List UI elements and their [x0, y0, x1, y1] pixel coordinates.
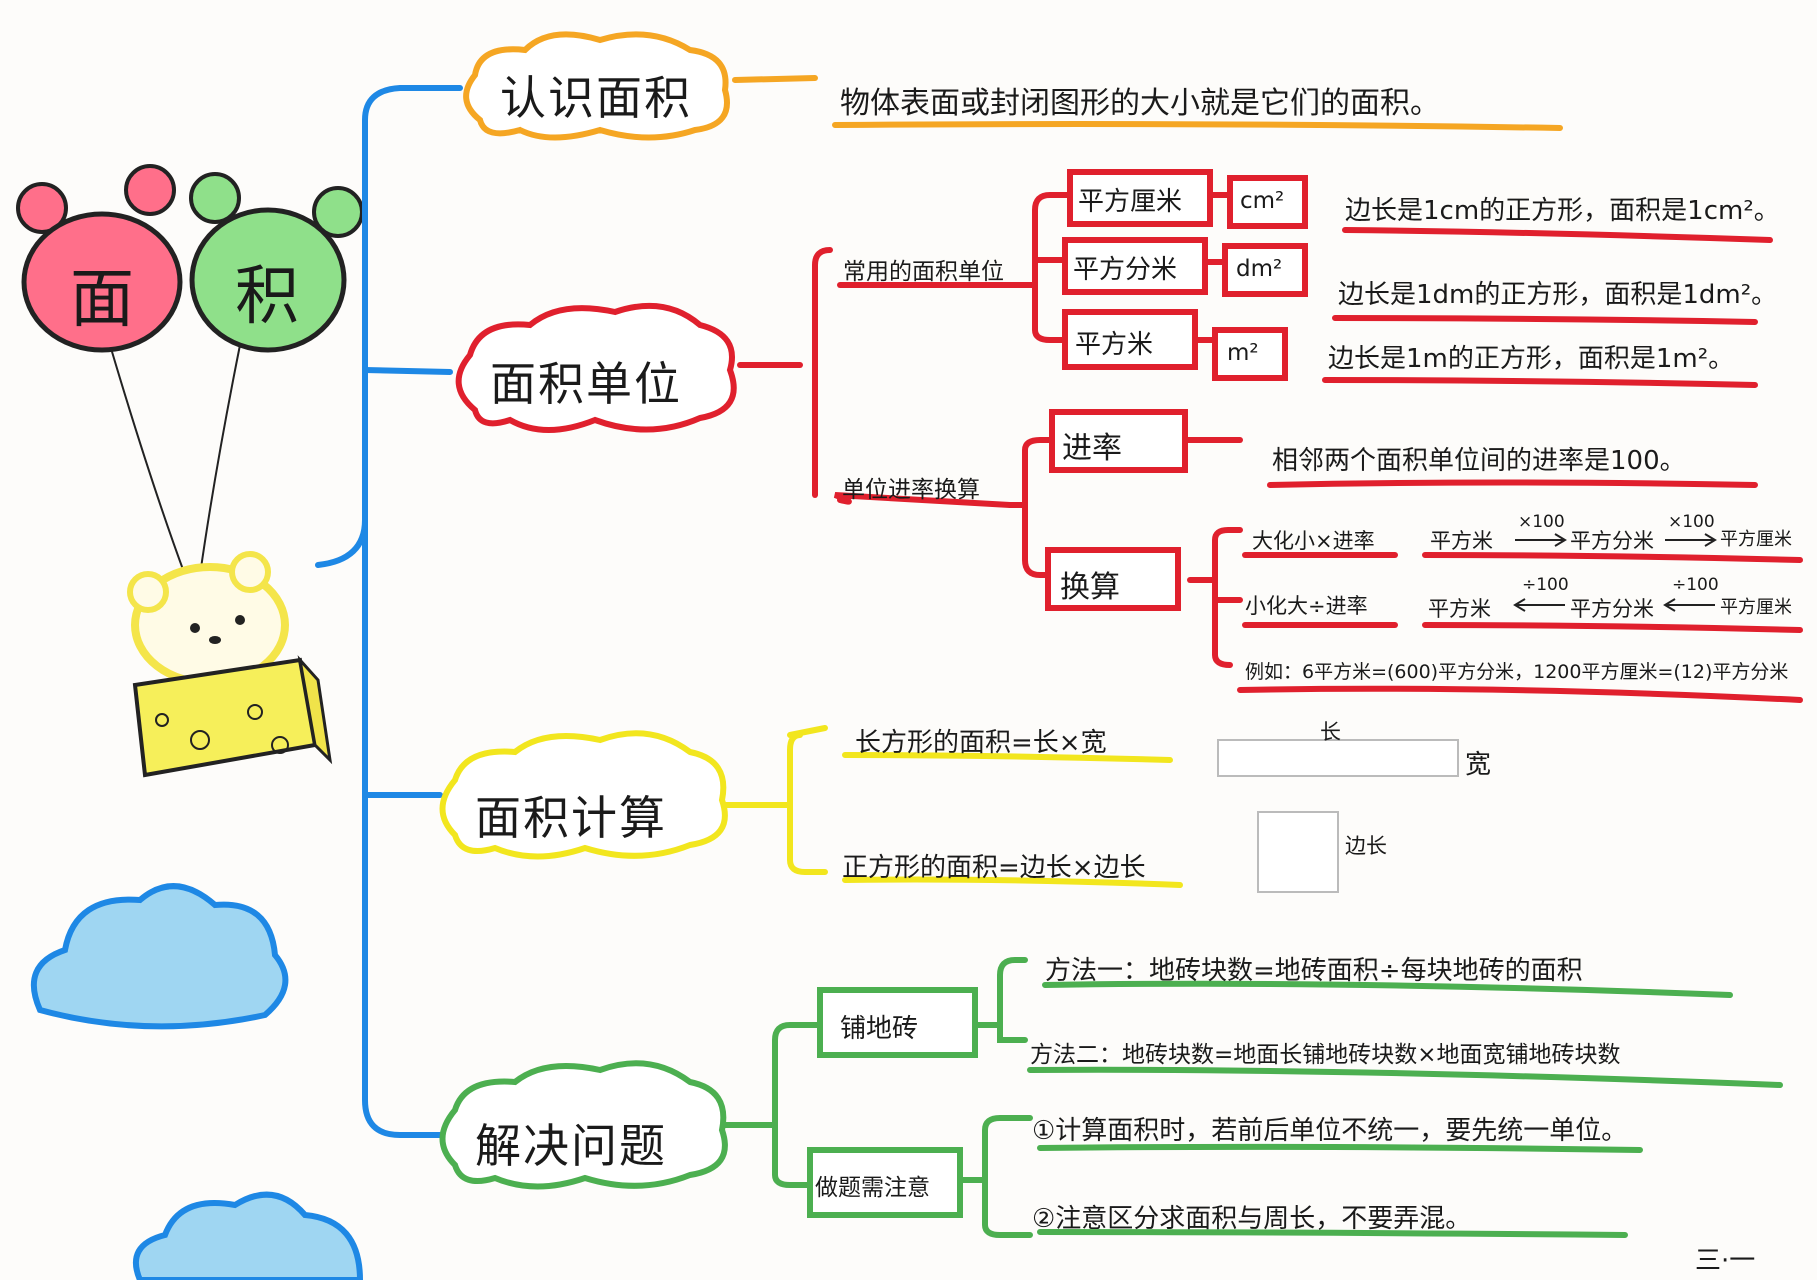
stb-op-1: ÷100: [1522, 575, 1569, 595]
cloud-node-units: [455, 302, 737, 433]
big-to-small-rule: 大化小×进率: [1252, 529, 1375, 553]
bts-unit-2: 平方分米: [1570, 529, 1654, 553]
green-balloon-icon: [189, 172, 364, 353]
conversion-example: 例如：6平方米=(600)平方分米，1200平方厘米=(12)平方分米: [1245, 661, 1789, 683]
stb-unit-2: 平方分米: [1570, 597, 1654, 621]
square-side-label: 边长: [1345, 834, 1387, 858]
note-1: ①计算面积时，若前后单位不统一，要先统一单位。: [1032, 1116, 1628, 1146]
title-char-1: 面: [70, 263, 134, 337]
small-to-big-rule: 小化大÷进率: [1245, 594, 1368, 618]
unit-symbol-dm: dm²: [1236, 256, 1283, 282]
problems-title: 解决问题: [475, 1119, 667, 1173]
title-char-2: 积: [235, 260, 299, 334]
cloud-node-calculation: [439, 730, 728, 860]
unit-boxes: [1045, 169, 1308, 611]
bts-op-1: ×100: [1518, 512, 1565, 532]
bts-unit-3: 平方厘米: [1720, 529, 1792, 550]
balloon-strings: [109, 344, 241, 576]
bts-op-2: ×100: [1668, 512, 1715, 532]
bts-unit-1: 平方米: [1430, 529, 1493, 553]
stb-unit-3: 平方厘米: [1720, 597, 1792, 618]
bear-in-box-icon: [127, 551, 333, 778]
unit-symbol-m: m²: [1227, 340, 1259, 366]
rate-label: 进率: [1062, 431, 1122, 466]
calculation-branch: [722, 725, 1183, 888]
cloud-node-recognize: [463, 31, 730, 141]
square-formula: 正方形的面积=边长×边长: [842, 853, 1146, 883]
units-title: 面积单位: [490, 357, 682, 411]
unit-desc-m: 边长是1m的正方形，面积是1m²。: [1328, 344, 1735, 374]
rect-length-label: 长: [1320, 720, 1341, 744]
rectangle-formula: 长方形的面积=长×宽: [855, 728, 1107, 758]
stb-unit-1: 平方米: [1428, 597, 1491, 621]
unit-name-m: 平方米: [1075, 330, 1154, 360]
tiles-method-1: 方法一：地砖块数=地砖面积÷每块地砖的面积: [1045, 956, 1583, 986]
rate-desc: 相邻两个面积单位间的进率是100。: [1272, 446, 1686, 476]
notes-label: 做题需注意: [815, 1175, 930, 1201]
main-trunk: [315, 85, 463, 1138]
conversion-label: 单位进率换算: [842, 477, 980, 503]
tiles-method-2: 方法二：地砖块数=地面长铺地砖块数×地面宽铺地砖块数: [1030, 1042, 1621, 1068]
shape-diagrams: [1217, 739, 1459, 893]
conversion-arrows: [1513, 533, 1717, 612]
unit-name-cm: 平方厘米: [1078, 187, 1183, 217]
unit-desc-dm: 边长是1dm的正方形，面积是1dm²。: [1338, 280, 1778, 310]
recognize-title: 认识面积: [500, 71, 692, 125]
unit-symbol-cm: cm²: [1240, 188, 1285, 214]
note-2: ②注意区分求面积与周长，不要弄混。: [1032, 1204, 1472, 1234]
stb-op-2: ÷100: [1672, 575, 1719, 595]
rect-width-label: 宽: [1465, 750, 1492, 780]
tiles-label: 铺地砖: [840, 1014, 919, 1044]
problems-branch: [722, 957, 1783, 1238]
pink-balloon-icon: [16, 164, 183, 353]
cloud-icon-2: [133, 1191, 364, 1280]
unit-name-dm: 平方分米: [1073, 255, 1178, 285]
area-definition: 物体表面或封闭图形的大小就是它们的面积。: [840, 86, 1440, 121]
cloud-icon-1: [30, 883, 289, 1030]
unit-desc-cm: 边长是1cm的正方形，面积是1cm²。: [1345, 196, 1780, 226]
convert-label: 换算: [1060, 570, 1120, 605]
common-units-label: 常用的面积单位: [843, 259, 1004, 285]
problem-boxes: [807, 987, 978, 1218]
recognize-branch: [732, 75, 1563, 131]
signature: 三·一: [1695, 1246, 1756, 1276]
calculation-title: 面积计算: [475, 791, 667, 845]
cloud-node-problems: [439, 1060, 728, 1190]
